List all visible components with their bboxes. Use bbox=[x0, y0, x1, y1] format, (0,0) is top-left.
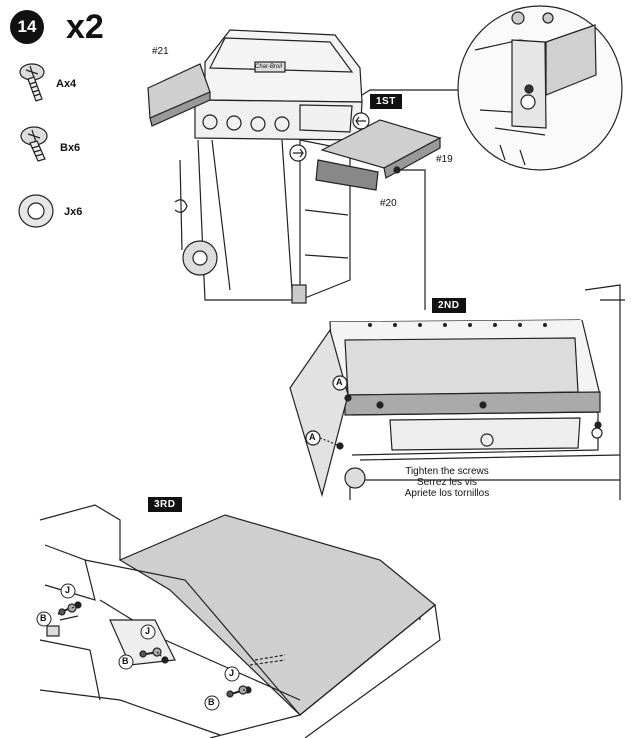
zoom-detail bbox=[457, 5, 623, 171]
hardware-b-label: Bx6 bbox=[60, 142, 81, 154]
screw-b-icon bbox=[20, 126, 48, 162]
callout-b-3: B bbox=[208, 697, 215, 707]
callout-b-2: B bbox=[122, 656, 129, 666]
callout-b-1: B bbox=[40, 613, 47, 623]
grill-overview bbox=[147, 29, 458, 310]
callout-j-1: J bbox=[65, 585, 71, 595]
second-step-tag: 2ND bbox=[432, 298, 466, 313]
tighten-instructions: Tighten the screws Serrez les vis Apriet… bbox=[402, 466, 492, 499]
callout-a-upper: A bbox=[336, 377, 343, 387]
part-19-label: #19 bbox=[436, 154, 453, 165]
step-number-badge: 14 bbox=[10, 10, 44, 44]
tighten-es: Apriete los tornillos bbox=[404, 488, 490, 499]
step-multiplier: x2 bbox=[66, 8, 104, 46]
hardware-j-label: Jx6 bbox=[64, 206, 83, 218]
callout-j-2: J bbox=[145, 626, 151, 636]
grill-logo: Char-Broil bbox=[255, 64, 282, 70]
tighten-fr: Serrez les vis bbox=[416, 477, 477, 488]
third-step-tag: 3RD bbox=[148, 497, 182, 512]
screw-a-icon bbox=[19, 63, 45, 102]
first-step-tag: 1ST bbox=[370, 94, 402, 109]
part-20-label: #20 bbox=[380, 198, 397, 209]
part-21-label: #21 bbox=[152, 46, 169, 57]
callout-j-3: J bbox=[229, 668, 235, 678]
tighten-en: Tighten the screws bbox=[405, 466, 489, 477]
third-step-detail bbox=[39, 504, 441, 738]
callout-a-lower: A bbox=[309, 432, 316, 442]
hardware-a-label: Ax4 bbox=[56, 78, 77, 90]
washer-j-icon bbox=[18, 194, 54, 228]
second-step-detail bbox=[289, 284, 625, 500]
